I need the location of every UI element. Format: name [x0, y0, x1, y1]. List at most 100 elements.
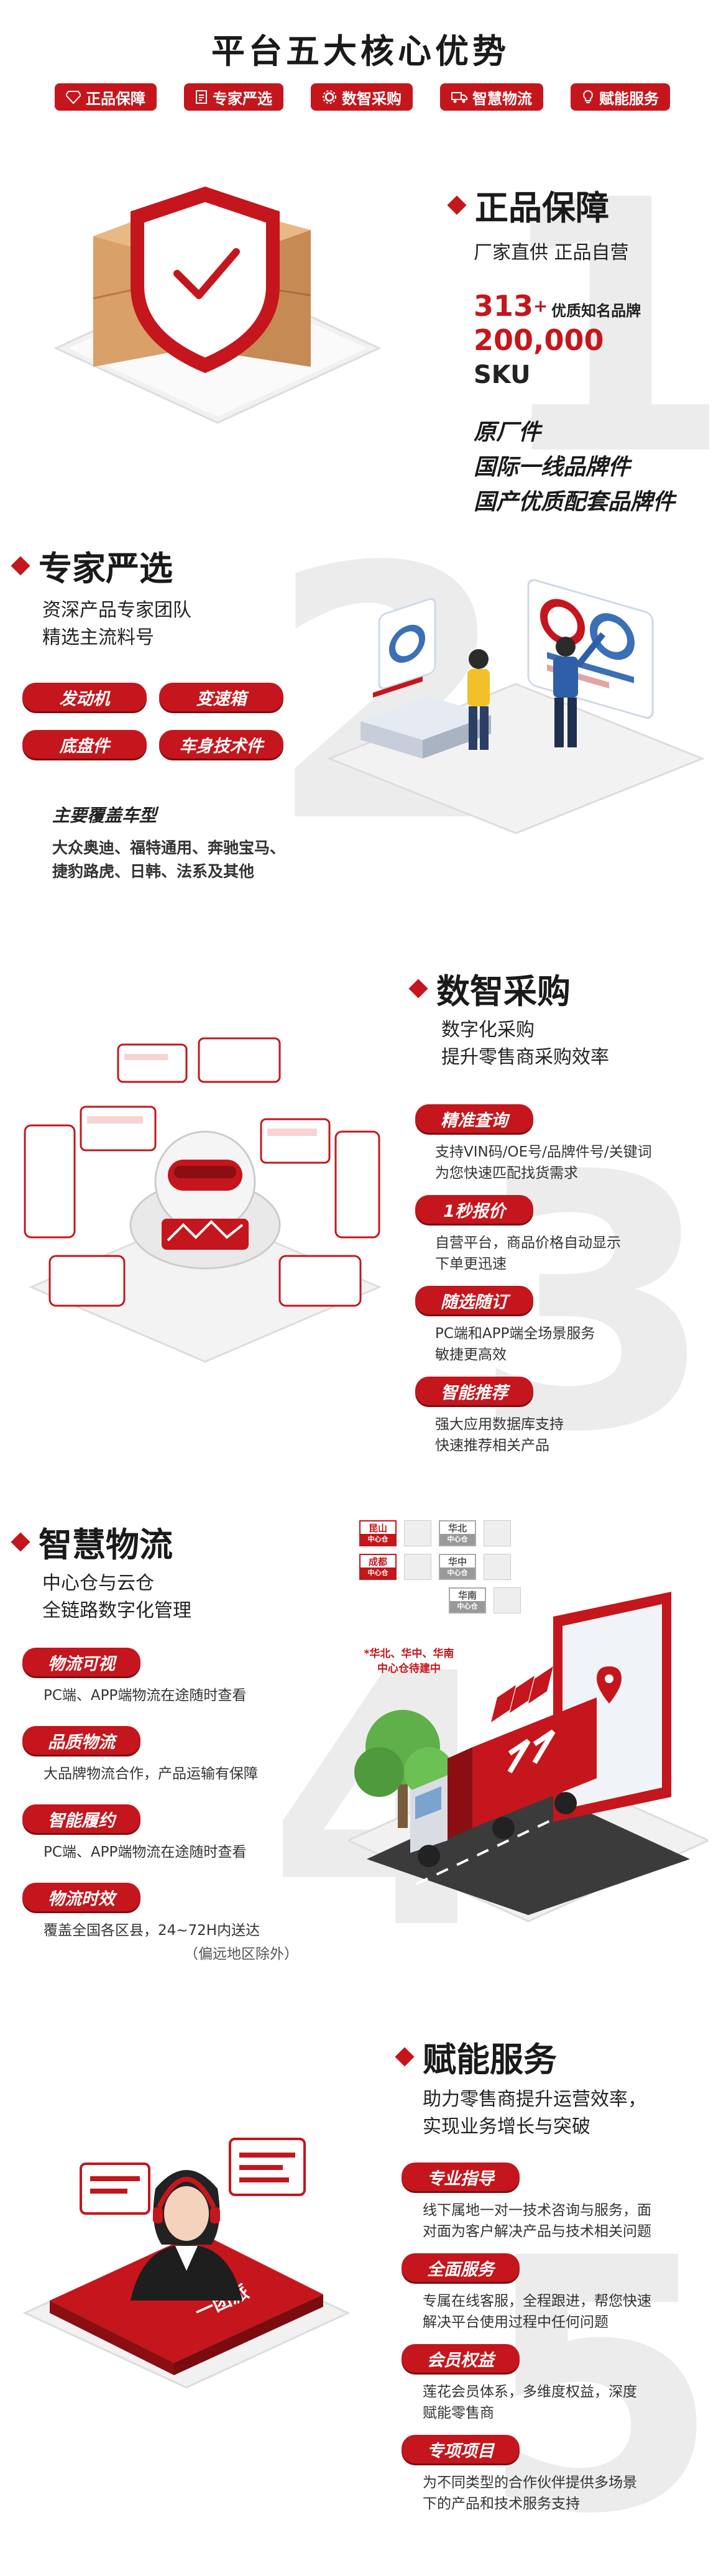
tag-digital: 数智采购: [311, 83, 413, 111]
part-type-list: 原厂件 国际一线品牌件 国产优质配套品牌件: [474, 415, 675, 520]
section-title: 专家严选: [11, 541, 173, 590]
pill-delivery-time: 物流时效: [22, 1883, 140, 1911]
warehouse-huabei: 华北 中心仓: [439, 1520, 476, 1546]
warehouse-city: 华北: [448, 1523, 467, 1534]
section-title: 智慧物流: [11, 1517, 173, 1566]
chevrons: [491, 1666, 553, 1722]
desc-line: 莲花会员体系，多维度权益，深度: [423, 2384, 637, 2400]
warehouse-chengdu: 成都 中心仓: [359, 1554, 397, 1580]
subtitle-line: 中心仓与云仓: [42, 1572, 154, 1594]
pill-order-anytime: 随选随订: [415, 1286, 533, 1314]
subtitle-line: 数字化采购: [441, 1019, 535, 1041]
warehouse-type: 中心仓: [440, 1567, 475, 1579]
pill-smart-recommend: 智能推荐: [415, 1377, 533, 1405]
warehouse-box-icon: [484, 1520, 511, 1546]
brand-count: 313: [474, 289, 534, 323]
item-desc: PC端和APP端全场景服务 敏捷更高效: [435, 1323, 595, 1365]
warehouse-type: 中心仓: [440, 1534, 475, 1545]
warehouse-type: 中心仓: [360, 1567, 395, 1579]
item-desc: 线下属地一对一技术咨询与服务，面 对面为客户解决产品与技术相关问题: [423, 2200, 651, 2242]
section-title: 正品保障: [447, 180, 609, 229]
desc-line: 强大应用数据库支持: [435, 1416, 564, 1433]
warehouse-city: 成都: [368, 1556, 387, 1567]
section-title-text: 专家严选: [39, 549, 173, 588]
warehouse-huanan: 华南 中心仓: [449, 1587, 486, 1613]
warehouse-huazhong: 华中 中心仓: [439, 1554, 476, 1580]
tag-row: 正品保障 专家严选 数智采购 智慧物流 赋能服务: [55, 83, 670, 111]
subtitle-line: 助力零售商提升运营效率，: [423, 2089, 646, 2110]
coverage-title: 主要覆盖车型: [52, 805, 157, 826]
pill-member-benefits: 会员权益: [402, 2344, 520, 2373]
brand-label: 优质知名品牌: [551, 302, 641, 320]
section-subtitle: 资深产品专家团队 精选主流料号: [42, 597, 191, 652]
chat-bubble-left: [80, 2163, 150, 2215]
desc-line: 自营平台，商品价格自动显示: [435, 1235, 621, 1251]
diamond-bullet-icon: [395, 2046, 415, 2067]
section-title-text: 数智采购: [436, 972, 571, 1011]
note-line: 中心仓待建中: [377, 1663, 441, 1675]
item-desc: PC端、APP端物流在途随时查看: [44, 1687, 247, 1704]
remote-note: （偏远地区除外）: [184, 1946, 298, 1962]
tag-label: 数智采购: [342, 90, 402, 108]
pill-special-projects: 专项项目: [402, 2435, 520, 2463]
pill-quality-logistics: 品质物流: [22, 1726, 140, 1755]
person-right: [553, 632, 605, 747]
robot-illustration: [24, 1037, 382, 1363]
tag-service: 赋能服务: [571, 83, 670, 111]
warehouse-legend: 昆山 中心仓 华北 中心仓 成都 中心仓 华中 中心仓 华南: [359, 1520, 521, 1613]
sku-unit: SKU: [474, 361, 531, 389]
experts-illustration: [326, 579, 705, 834]
note-line: *华北、华中、华南: [364, 1648, 454, 1660]
diamond-icon: [66, 91, 81, 104]
tag-authentic: 正品保障: [55, 83, 157, 111]
shield-box-illustration: [53, 187, 382, 424]
tag-label: 赋能服务: [599, 90, 659, 108]
warehouse-city: 昆山: [368, 1523, 387, 1534]
section-subtitle: 助力零售商提升运营效率， 实现业务增长与突破: [423, 2086, 646, 2141]
section-subtitle: 数字化采购 提升零售商采购效率: [441, 1017, 609, 1071]
coverage-text: 大众奥迪、福特通用、奔驰宝马、 捷豹路虎、日韩、法系及其他: [52, 836, 285, 884]
gear-icon: [323, 90, 336, 104]
item-desc: 强大应用数据库支持 快速推荐相关产品: [435, 1414, 564, 1456]
warehouse-city: 华中: [448, 1556, 467, 1567]
item-desc: 专属在线客服，全程跟进，帮您快速 解决平台使用过程中任何问题: [423, 2291, 651, 2333]
warehouse-box-icon: [404, 1520, 431, 1546]
diamond-bullet-icon: [408, 978, 428, 999]
desc-line: 快速推荐相关产品: [435, 1438, 549, 1454]
desc-line: 为不同类型的合作伙伴提供多场景: [423, 2475, 637, 2491]
pill-body: 车身技术件: [159, 730, 283, 759]
pill-visible-logistics: 物流可视: [22, 1648, 140, 1676]
diamond-bullet-icon: [447, 195, 467, 215]
desc-line: 敏捷更高效: [435, 1347, 507, 1363]
warehouse-note: *华北、华中、华南 中心仓待建中: [359, 1646, 459, 1676]
section-subtitle: 中心仓与云仓 全链路数字化管理: [42, 1570, 191, 1625]
pill-full-service: 全面服务: [402, 2253, 520, 2282]
bulb-icon: [583, 90, 593, 103]
pill-pro-guidance: 专业指导: [402, 2163, 520, 2191]
tag-label: 专家严选: [213, 90, 272, 108]
list-item: 国际一线品牌件: [474, 455, 631, 480]
pill-smart-fulfillment: 智能履约: [22, 1804, 140, 1833]
pill-engine: 发动机: [22, 683, 147, 711]
chat-bubble-right: [229, 2138, 306, 2196]
document-icon: [196, 90, 207, 104]
brand-stat: 313+ 优质知名品牌: [474, 289, 641, 323]
item-desc: PC端、APP端物流在途随时查看: [44, 1844, 247, 1860]
section-subtitle: 厂家直供 正品自营: [474, 242, 629, 264]
desc-line: 赋能零售商: [423, 2405, 494, 2421]
pill-precise-search: 精准查询: [415, 1104, 533, 1133]
warehouse-city: 华南: [457, 1590, 477, 1601]
desc-line: PC端和APP端全场景服务: [435, 1326, 595, 1342]
warehouse-box-icon: [494, 1587, 521, 1613]
desc-line: 为您快速匹配找货需求: [435, 1165, 578, 1181]
item-desc: 为不同类型的合作伙伴提供多场景 下的产品和技术服务支持: [423, 2472, 637, 2514]
section-title-text: 赋能服务: [423, 2040, 557, 2079]
tag-label: 智慧物流: [472, 90, 532, 108]
section-title: 数智采购: [408, 964, 571, 1013]
sku-count: 200,000: [474, 323, 604, 357]
section-title: 赋能服务: [395, 2032, 557, 2081]
desc-line: 对面为客户解决产品与技术相关问题: [423, 2223, 651, 2240]
person-left: [467, 649, 490, 750]
warehouse-box-icon: [484, 1554, 511, 1580]
list-item: 国产优质配套品牌件: [474, 489, 676, 515]
